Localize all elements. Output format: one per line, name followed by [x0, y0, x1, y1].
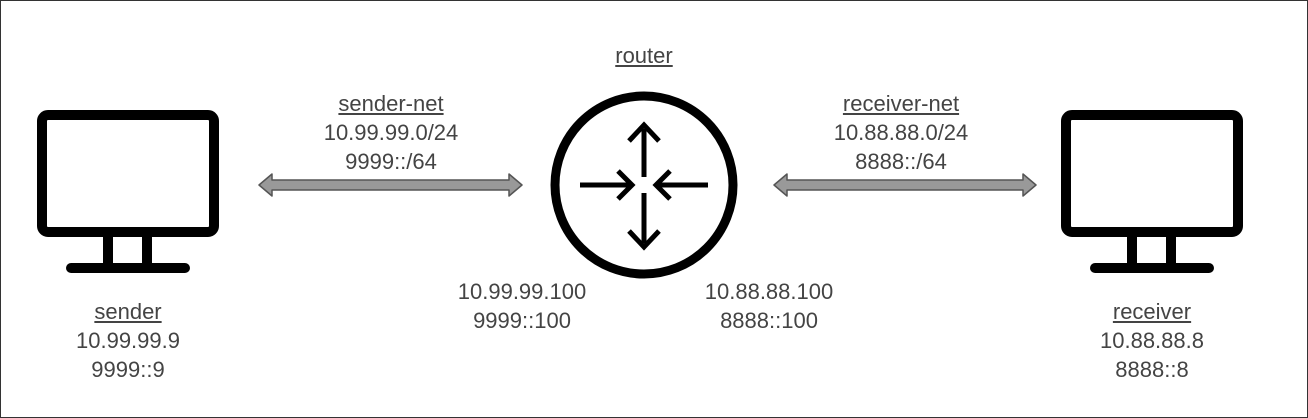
router-right-iface-ipv4: 10.88.88.100: [704, 279, 834, 304]
receiver-ipv4: 10.88.88.8: [1100, 328, 1204, 353]
router-right-iface-label: 10.88.88.100 8888::100: [679, 277, 859, 335]
sender-net-label: sender-net 10.99.99.0/24 9999::/64: [291, 89, 491, 176]
router-icon: [550, 91, 738, 279]
receiver-ipv6: 8888::8: [1115, 357, 1189, 382]
router-label: router: [594, 41, 694, 70]
sender-ipv6: 9999::9: [91, 357, 165, 382]
receiver-net-link-arrow: [773, 173, 1037, 197]
router-left-iface-ipv4: 10.99.99.100: [457, 279, 587, 304]
router-left-iface-ipv6: 9999::100: [473, 308, 571, 333]
receiver-net-name: receiver-net: [842, 91, 960, 116]
receiver-net-ipv6: 8888::/64: [855, 149, 947, 174]
sender-ipv4: 10.99.99.9: [76, 328, 180, 353]
receiver-monitor-icon: [1061, 110, 1243, 273]
router-right-iface-ipv6: 8888::100: [720, 308, 818, 333]
receiver-net-ipv4: 10.88.88.0/24: [833, 120, 969, 145]
receiver-net-label: receiver-net 10.88.88.0/24 8888::/64: [801, 89, 1001, 176]
sender-label: sender 10.99.99.9 9999::9: [48, 297, 208, 384]
router-left-iface-label: 10.99.99.100 9999::100: [432, 277, 612, 335]
sender-net-name: sender-net: [338, 91, 444, 116]
sender-monitor-icon: [37, 110, 219, 273]
sender-net-ipv4: 10.99.99.0/24: [323, 120, 459, 145]
receiver-name: receiver: [1112, 299, 1192, 324]
sender-name: sender: [94, 299, 162, 324]
sender-net-link-arrow: [258, 173, 523, 197]
receiver-label: receiver 10.88.88.8 8888::8: [1072, 297, 1232, 384]
router-name: router: [615, 43, 673, 68]
sender-net-ipv6: 9999::/64: [345, 149, 437, 174]
